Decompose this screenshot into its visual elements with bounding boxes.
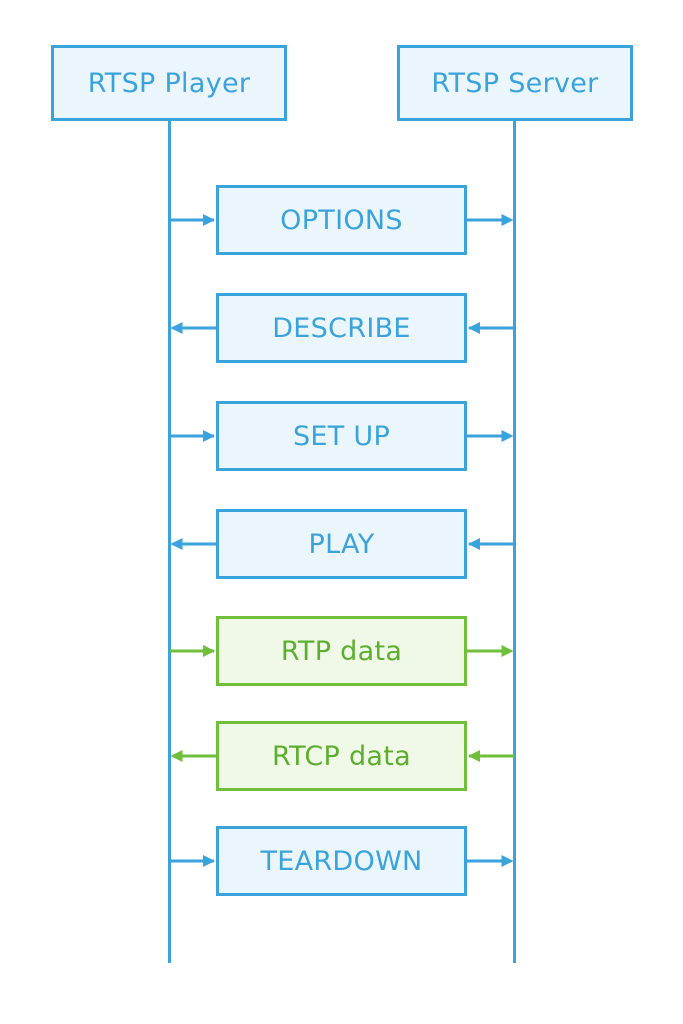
server-lifeline [513,121,516,963]
rtcp-data-message-label: RTCP data [272,740,411,772]
arrow-head-icon [501,214,514,226]
setup-message-label: SET UP [292,420,391,452]
describe-message-label: DESCRIBE [272,312,411,344]
options-message-label: OPTIONS [280,204,403,236]
arrow-head-icon [501,855,514,867]
rtsp-player-box: RTSP Player [51,45,287,121]
arrow-head-icon [501,430,514,442]
rtp-data-message-box: RTP data [216,616,467,686]
arrow-head-icon [203,645,215,657]
arrow-head-icon [170,322,183,334]
setup-message-box: SET UP [216,401,467,471]
rtsp-player-label: RTSP Player [87,67,251,99]
arrow-head-icon [468,322,480,334]
rtsp-server-label: RTSP Server [431,67,599,99]
arrow-head-icon [468,750,480,762]
teardown-message-label: TEARDOWN [260,845,423,877]
arrow-head-icon [203,430,215,442]
rtp-data-message-label: RTP data [280,635,403,667]
teardown-message-box: TEARDOWN [216,826,467,896]
options-message-box: OPTIONS [216,185,467,255]
player-lifeline [168,121,171,963]
play-message-label: PLAY [308,528,375,560]
arrow-head-icon [203,855,215,867]
describe-message-box: DESCRIBE [216,293,467,363]
arrow-head-icon [468,538,480,550]
arrow-head-icon [170,750,183,762]
rtcp-data-message-box: RTCP data [216,721,467,791]
play-message-box: PLAY [216,509,467,579]
arrow-head-icon [203,214,215,226]
rtsp-server-box: RTSP Server [397,45,633,121]
arrow-head-icon [170,538,183,550]
arrow-head-icon [501,645,514,657]
